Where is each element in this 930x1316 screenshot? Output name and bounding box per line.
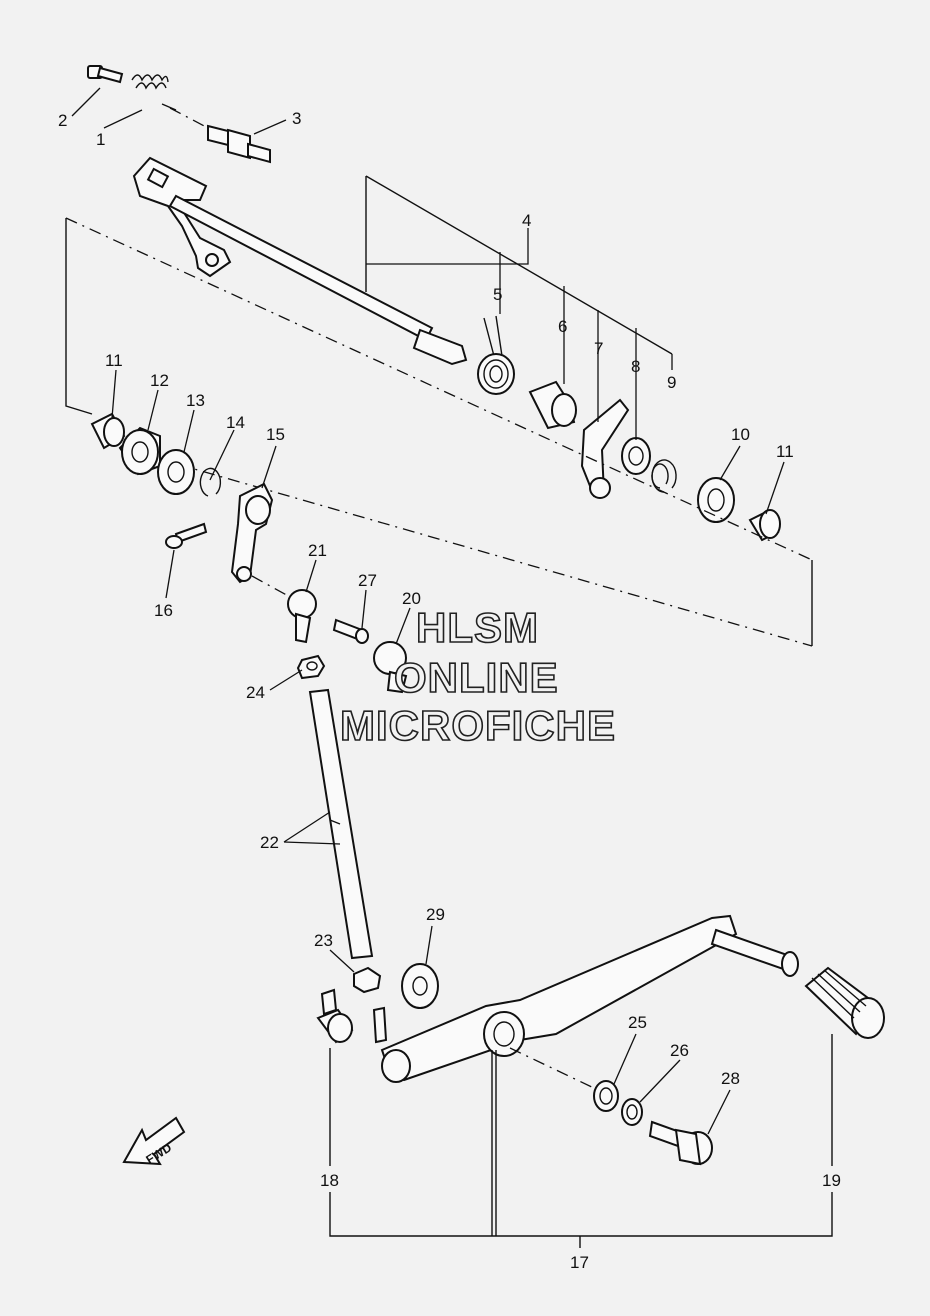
callout-16: 16 bbox=[154, 601, 173, 620]
callout-14: 14 bbox=[226, 413, 245, 432]
part-29-washer bbox=[401, 963, 439, 1009]
callout-3: 3 bbox=[292, 109, 301, 128]
callout-17: 17 bbox=[570, 1253, 589, 1272]
part-27-bolt bbox=[332, 618, 369, 644]
part-9-circlip bbox=[651, 459, 677, 493]
callout-27: 27 bbox=[358, 571, 377, 590]
callout-1: 1 bbox=[96, 130, 105, 149]
part-25-washer bbox=[593, 1080, 619, 1112]
leader-lines bbox=[71, 87, 785, 1135]
bracket-17 bbox=[329, 1034, 833, 1237]
pedal-axis-line bbox=[509, 1047, 599, 1091]
watermark-line-2: ONLINE bbox=[394, 654, 559, 701]
part-16-bolt bbox=[165, 522, 208, 549]
part-28-bolt bbox=[648, 1120, 713, 1166]
callout-29: 29 bbox=[426, 905, 445, 924]
part-15-arm bbox=[230, 482, 274, 584]
callout-11-right: 11 bbox=[776, 442, 794, 461]
part-1-spring bbox=[131, 74, 177, 111]
watermark-line-3: MICROFICHE bbox=[340, 702, 616, 749]
callout-6: 6 bbox=[558, 317, 567, 336]
part-17-pedal bbox=[372, 914, 799, 1083]
part-12-collar bbox=[118, 426, 161, 476]
callout-24: 24 bbox=[246, 683, 265, 702]
part-23-nut bbox=[353, 966, 382, 994]
part-20-rod-end bbox=[373, 641, 408, 694]
part-11-bearing-right bbox=[748, 509, 781, 542]
bracket-17-center bbox=[491, 1050, 497, 1236]
part-22-rod bbox=[308, 688, 374, 960]
part-6-collar bbox=[528, 380, 577, 430]
assembly-line bbox=[169, 107, 209, 129]
callout-8: 8 bbox=[631, 357, 640, 376]
callout-26: 26 bbox=[670, 1041, 689, 1060]
callout-28: 28 bbox=[721, 1069, 740, 1088]
callout-11-left: 11 bbox=[105, 351, 123, 370]
frame-left bbox=[65, 218, 93, 415]
callout-15: 15 bbox=[266, 425, 285, 444]
part-14-circlip bbox=[199, 467, 222, 497]
part-10-washer bbox=[697, 477, 735, 523]
frame-top bbox=[65, 217, 813, 561]
callout-22: 22 bbox=[260, 833, 279, 852]
part-5-spring bbox=[477, 315, 515, 395]
part-7-lever bbox=[580, 398, 630, 499]
part-8-washer bbox=[621, 437, 651, 475]
part-2-bolt bbox=[87, 65, 124, 84]
callout-20: 20 bbox=[402, 589, 421, 608]
callout-7: 7 bbox=[594, 339, 603, 358]
part-24-nut bbox=[296, 654, 326, 680]
callout-21: 21 bbox=[308, 541, 327, 560]
callout-labels: 1 2 3 4 5 6 7 8 9 10 11 11 12 13 14 15 1… bbox=[58, 109, 841, 1272]
callout-10: 10 bbox=[731, 425, 750, 444]
callout-25: 25 bbox=[628, 1013, 647, 1032]
part-18-bolt bbox=[316, 988, 354, 1044]
part-21-rod-end bbox=[287, 589, 317, 644]
part-3-pin bbox=[207, 124, 271, 164]
fwd-arrow-icon: FWD bbox=[122, 1116, 186, 1167]
bracket-4-top bbox=[365, 175, 673, 355]
part-19-footpeg-rubber bbox=[804, 966, 885, 1039]
callout-12: 12 bbox=[150, 371, 169, 390]
callout-9: 9 bbox=[667, 373, 676, 392]
shift-shaft bbox=[132, 156, 468, 366]
callout-13: 13 bbox=[186, 391, 205, 410]
part-26-washer bbox=[621, 1098, 643, 1126]
watermark-line-1: HLSM bbox=[416, 604, 539, 651]
callout-18: 18 bbox=[320, 1171, 339, 1190]
part-11-bearing-left bbox=[90, 412, 126, 450]
callout-5: 5 bbox=[493, 285, 502, 304]
linkage-line bbox=[251, 575, 293, 599]
callout-4: 4 bbox=[522, 211, 531, 230]
part-13-washer bbox=[157, 449, 195, 495]
watermark: HLSM ONLINE MICROFICHE bbox=[339, 603, 616, 750]
callout-2: 2 bbox=[58, 111, 67, 130]
callout-23: 23 bbox=[314, 931, 333, 950]
callout-19: 19 bbox=[822, 1171, 841, 1190]
